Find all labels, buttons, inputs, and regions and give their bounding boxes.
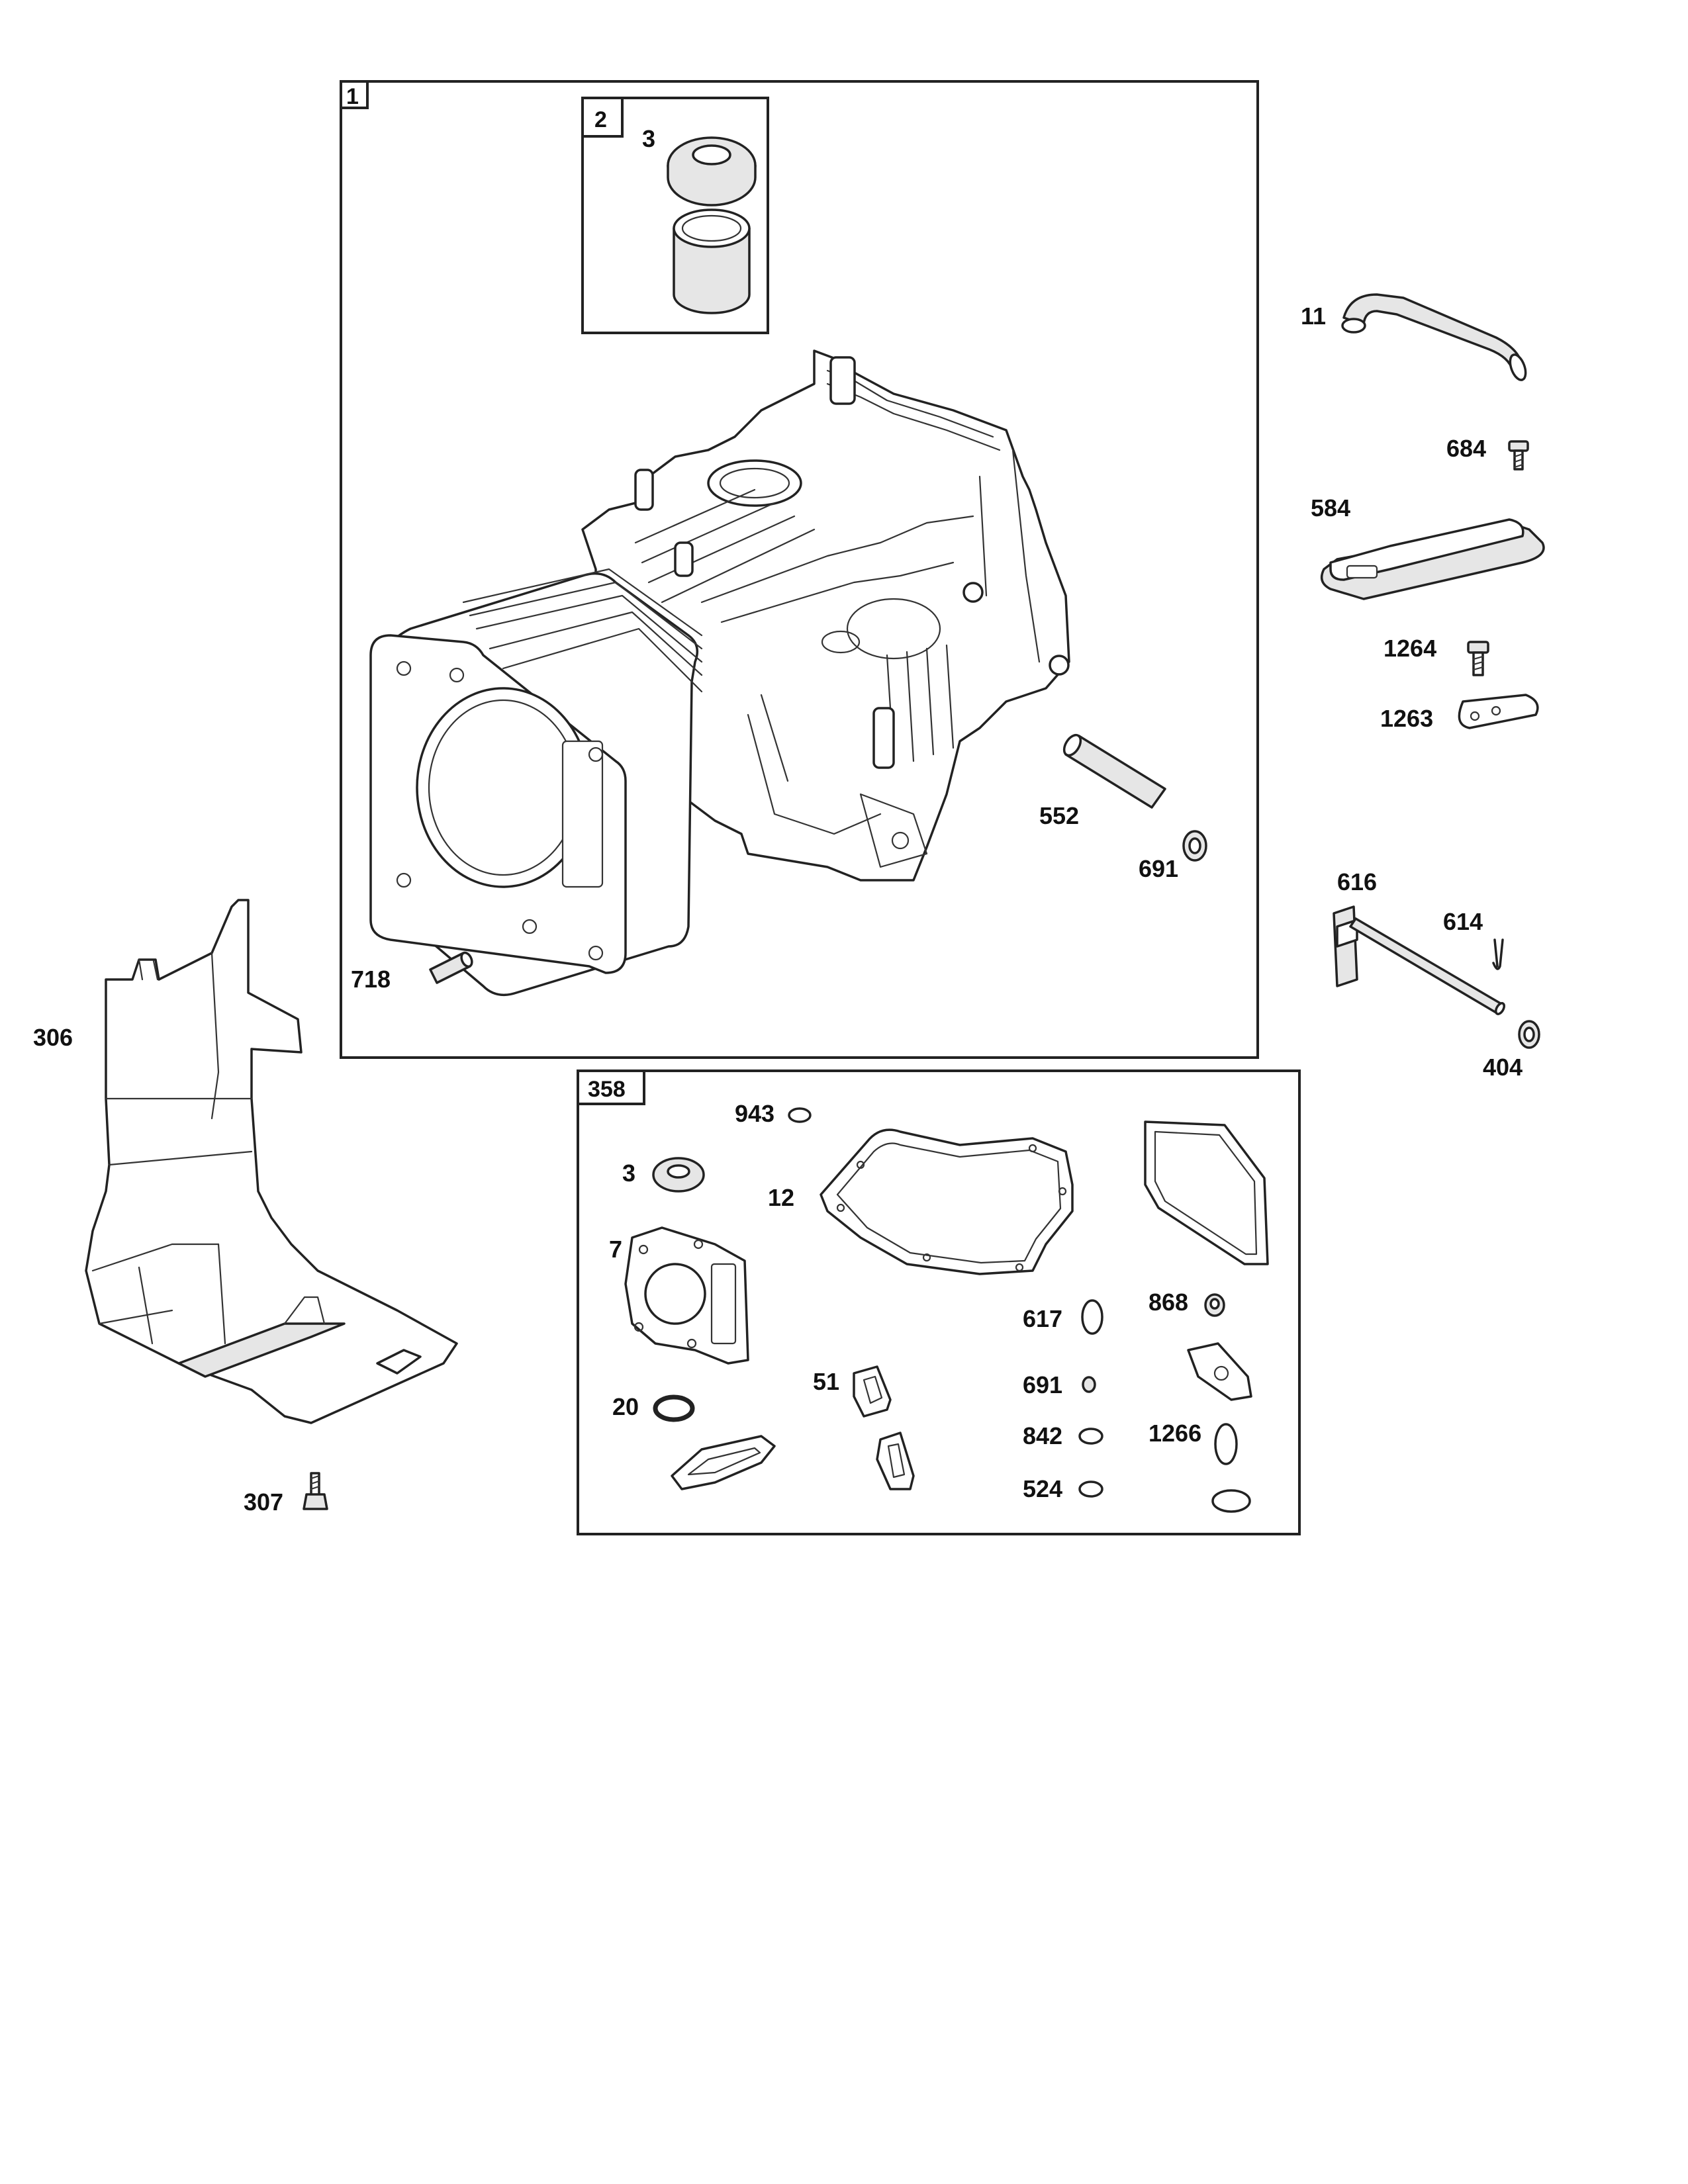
gasket-set-box: 358 — [577, 1069, 1301, 1535]
breather-cover-584-drawing — [1320, 518, 1545, 600]
head-gasket-7-drawing — [624, 1226, 749, 1365]
part-label-691-kit: 691 — [1023, 1371, 1062, 1398]
plate-1263-drawing — [1458, 694, 1539, 729]
part-label-552: 552 — [1039, 802, 1079, 829]
part-label-306: 306 — [33, 1024, 73, 1051]
box-label-1: 1 — [346, 84, 359, 109]
part-label-1263: 1263 — [1380, 705, 1433, 732]
washer-691-kit-drawing — [1082, 1376, 1096, 1393]
pin-614-drawing — [1492, 938, 1504, 970]
part-label-3-kit: 3 — [622, 1160, 635, 1187]
box-label-2: 2 — [594, 107, 607, 132]
part-label-11: 11 — [1301, 302, 1326, 330]
tube-552-drawing — [1062, 733, 1166, 809]
part-label-1264: 1264 — [1383, 635, 1436, 662]
part-label-524: 524 — [1023, 1475, 1062, 1502]
part-label-868: 868 — [1149, 1289, 1188, 1316]
part-label-12: 12 — [768, 1184, 794, 1211]
part-label-943: 943 — [735, 1100, 774, 1127]
bearing-kit-box: 2 3 — [581, 97, 769, 334]
intake-gasket-drawing — [1187, 1342, 1252, 1401]
washer-691-drawing — [1182, 830, 1207, 862]
o-ring-1266-drawing — [1214, 1423, 1238, 1465]
part-label-3-seal: 3 — [642, 125, 655, 152]
part-label-404: 404 — [1483, 1054, 1523, 1081]
o-ring-617-drawing — [1081, 1299, 1103, 1335]
part-label-684: 684 — [1446, 435, 1486, 462]
screw-307-drawing — [303, 1472, 328, 1510]
cylinder-assembly-box: 1 — [340, 80, 1259, 1059]
o-ring-943-drawing — [788, 1107, 812, 1123]
seal-ring-20-drawing — [653, 1394, 695, 1422]
engine-block-drawing — [369, 349, 1070, 997]
carburetor-gasket-drawing — [876, 1432, 915, 1490]
rod-616-drawing — [1333, 905, 1505, 1015]
air-guide-306-drawing — [85, 899, 458, 1424]
screw-684-drawing — [1508, 440, 1529, 471]
part-label-842: 842 — [1023, 1422, 1062, 1449]
box-label-358: 358 — [588, 1077, 626, 1102]
o-ring-524-drawing — [1078, 1480, 1103, 1498]
part-label-20: 20 — [612, 1393, 639, 1420]
o-ring-842-drawing — [1078, 1428, 1103, 1445]
part-label-307: 307 — [244, 1488, 283, 1516]
oil-seal-drawing — [667, 136, 757, 206]
exhaust-gasket-drawing — [671, 1435, 776, 1490]
part-label-1266: 1266 — [1149, 1420, 1201, 1447]
rocker-cover-gasket-drawing — [1144, 1120, 1269, 1265]
part-label-691: 691 — [1139, 855, 1178, 882]
part-label-51: 51 — [813, 1368, 839, 1395]
part-label-616: 616 — [1337, 868, 1377, 895]
breather-tube-11-drawing — [1341, 293, 1527, 381]
washer-404-drawing — [1518, 1020, 1540, 1049]
gasket-12-drawing — [820, 1128, 1074, 1275]
part-label-718: 718 — [351, 966, 391, 993]
pin-718-drawing — [429, 951, 473, 984]
plug-868-drawing — [1204, 1293, 1225, 1317]
gasket-51-drawing — [853, 1365, 892, 1418]
part-label-617: 617 — [1023, 1305, 1062, 1332]
seal-3-kit-drawing — [652, 1157, 705, 1193]
bearing-sleeve-drawing — [673, 208, 751, 314]
washer-bottom-right-drawing — [1211, 1489, 1251, 1513]
part-label-7: 7 — [609, 1236, 622, 1263]
part-label-584: 584 — [1311, 494, 1350, 522]
screw-1264-drawing — [1467, 641, 1489, 676]
part-label-614: 614 — [1443, 908, 1483, 935]
